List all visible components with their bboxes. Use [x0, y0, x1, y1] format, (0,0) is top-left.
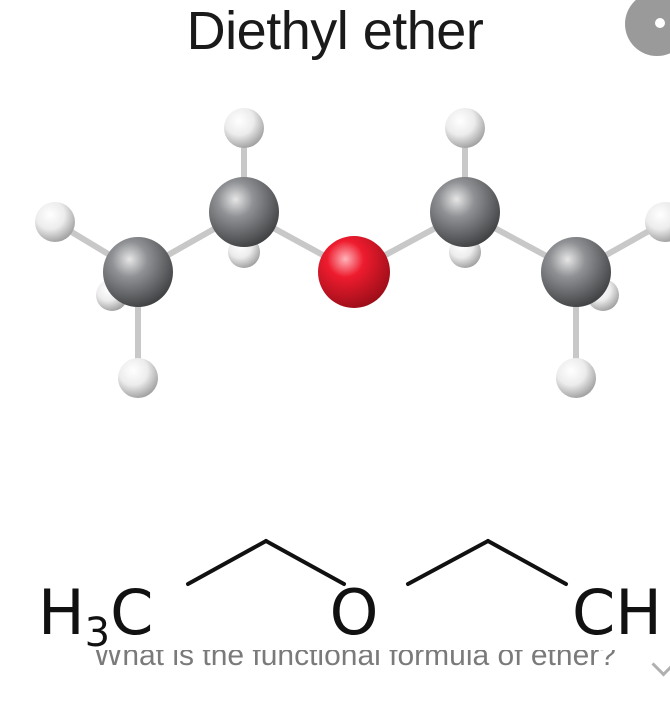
diagram-title: Diethyl ether: [186, 1, 484, 61]
hydrogen-atom: [645, 202, 670, 242]
question-caption[interactable]: What is the functional formula of ether?: [94, 650, 616, 672]
skeletal-bond: [264, 539, 346, 586]
hydrogen-atom: [224, 108, 264, 148]
carbon-atom: [430, 177, 500, 247]
hydrogen-atom: [556, 358, 596, 398]
formula-left-group: H3C: [38, 576, 153, 656]
skeletal-bond: [186, 539, 268, 586]
carbon-atom: [209, 177, 279, 247]
carbon-atom: [541, 237, 611, 307]
hydrogen-atom: [445, 108, 485, 148]
carbons: [103, 177, 611, 307]
formula-oxygen: O: [330, 576, 379, 649]
skeletal-bond: [486, 539, 568, 586]
hydrogen-atom: [118, 358, 158, 398]
hydrogens: [35, 108, 670, 398]
skeletal-bonds: [186, 539, 568, 586]
close-icon: [655, 18, 665, 28]
oxygen-atom: [318, 236, 390, 308]
carbon-atom: [103, 237, 173, 307]
hydrogen-atom: [35, 202, 75, 242]
skeletal-bond: [406, 539, 490, 586]
formula-right-group: CH: [572, 576, 662, 649]
